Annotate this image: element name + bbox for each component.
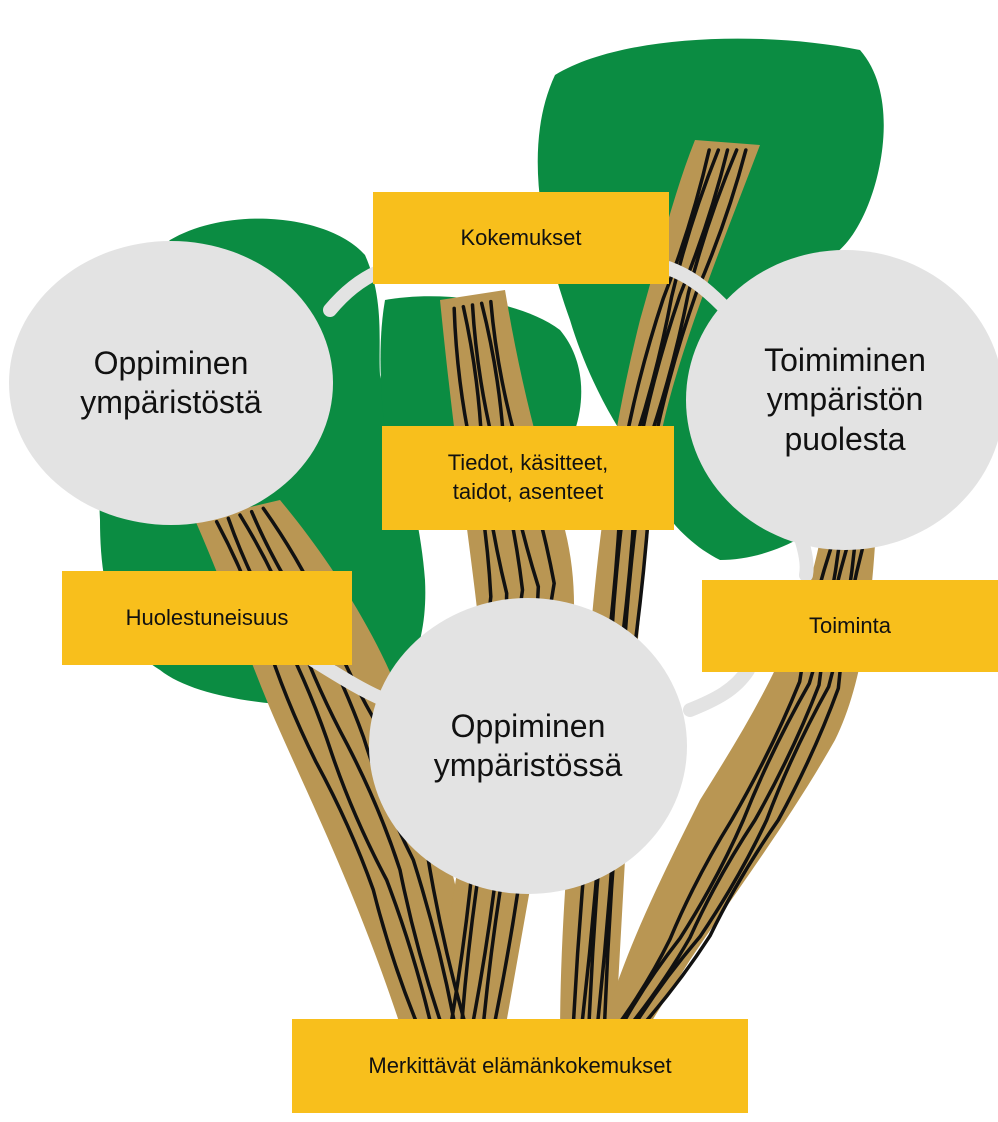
box-experiences-label: Kokemukset [460, 224, 582, 250]
box-experiences: Kokemukset [373, 192, 669, 284]
circle-learning-in-label: Oppiminen ympäristössä [433, 707, 623, 783]
connector-top-right [661, 261, 729, 312]
box-concern: Huolestuneisuus [62, 571, 352, 665]
box-action-label: Toiminta [809, 612, 891, 638]
box-knowledge-label: Tiedot, käsitteet, taidot, asenteet [447, 450, 609, 504]
box-concern-label: Huolestuneisuus [125, 604, 289, 630]
box-significant-life-experiences: Merkittävät elämänkokemukset [292, 1019, 748, 1113]
box-action: Toiminta [702, 580, 998, 672]
connector-bottom-right [683, 663, 755, 717]
box-life-experiences-label: Merkittävät elämänkokemukset [368, 1052, 672, 1078]
circle-learning-in-environment: Oppiminen ympäristössä [369, 598, 687, 894]
circle-learning-about-label: Oppiminen ympäristöstä [80, 344, 262, 420]
circle-action-for-label: Toimiminen ympäristön puolesta [764, 342, 926, 457]
circle-action-for-environment: Toimiminen ympäristön puolesta [686, 250, 998, 550]
box-knowledge-skills-attitudes: Tiedot, käsitteet, taidot, asenteet [382, 426, 674, 530]
circle-learning-about-environment: Oppiminen ympäristöstä [9, 241, 333, 525]
